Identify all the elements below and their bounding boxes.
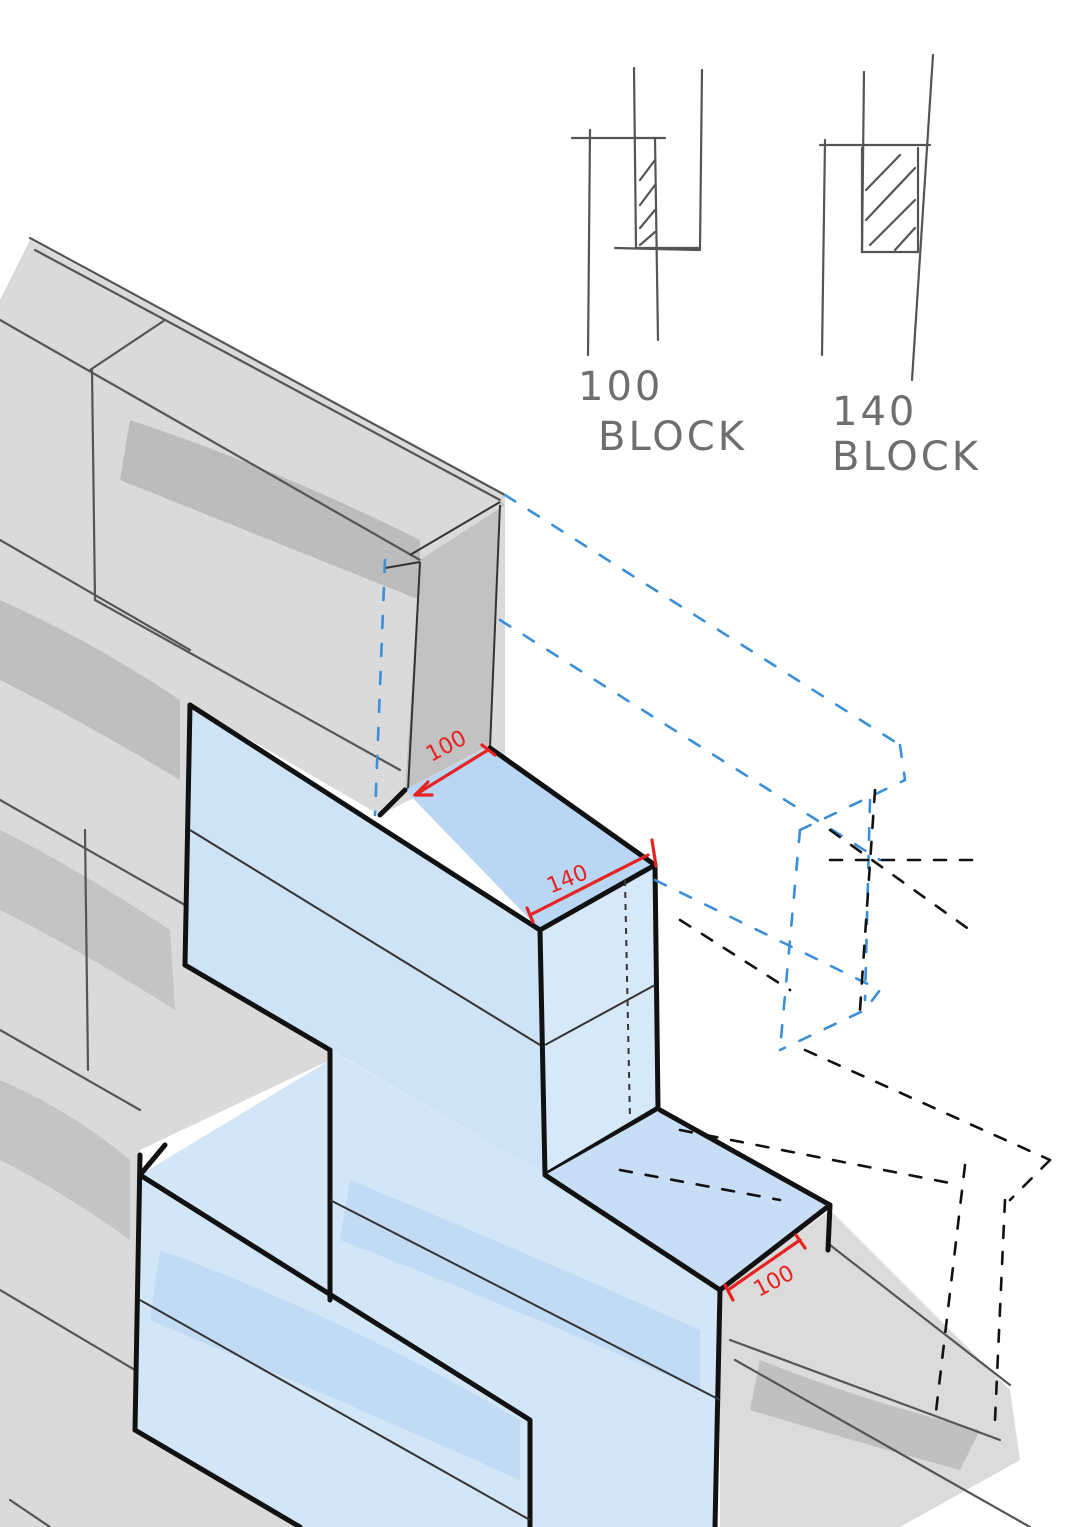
section-100-block: 100 BLOCK: [570, 66, 747, 460]
blue-dashed-outline: [373, 493, 907, 1052]
upper-grey-block: [384, 500, 505, 791]
grey-wall: [0, 236, 1032, 1527]
label-100: 100: [578, 364, 663, 410]
dimension-140: 140: [525, 838, 658, 924]
label-100-block: BLOCK: [598, 414, 747, 460]
lower-blocks: [132, 1047, 833, 1527]
black-dashed-outline: [618, 788, 1052, 1422]
section-140-block: 140 BLOCK: [818, 53, 981, 480]
label-140-block: BLOCK: [832, 434, 981, 480]
label-140: 140: [832, 389, 917, 435]
blue-block-140: [182, 702, 661, 1178]
